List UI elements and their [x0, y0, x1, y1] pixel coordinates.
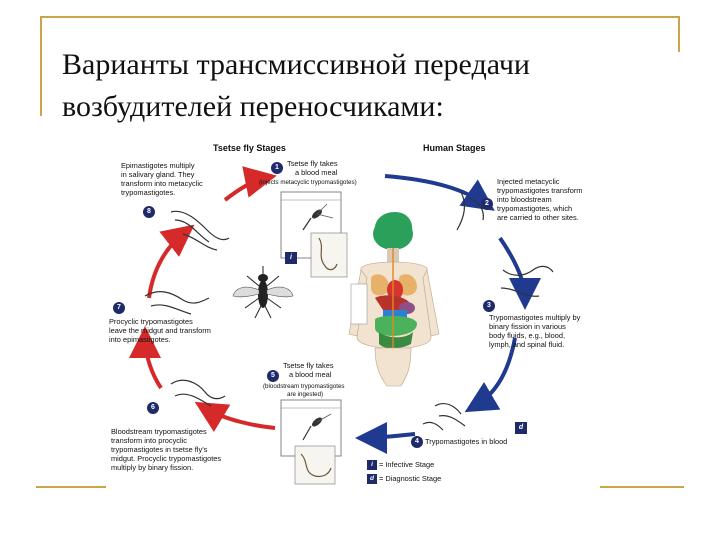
step-5-line-1: Tsetse fly takes [283, 361, 334, 370]
tsetse-fly-figure [232, 266, 294, 319]
step-4-line-1: Trypomastigotes in blood [425, 437, 508, 446]
bottom-left-frame-line [36, 486, 106, 488]
step-2-line-4: trypomastigotes, which [497, 204, 573, 213]
step-7-badge: 7 [113, 302, 125, 314]
step-8-badge: 8 [143, 206, 155, 218]
step-6-line-4: midgut. Procyclic trypomastigotes [111, 454, 222, 463]
human-stages-title: Human Stages [423, 143, 486, 153]
step-8-line-1: Epimastigotes multiply [121, 161, 195, 170]
step-5-note-line-2: are ingested) [287, 391, 324, 398]
legend-diagnostic-badge: d [367, 474, 377, 484]
step-3-line-2: binary fission in various [489, 322, 566, 331]
step-7-line-3: into epimastigotes. [109, 335, 171, 344]
left-frame-line [40, 16, 42, 116]
step-3-badge: 3 [483, 300, 495, 312]
step-7-line-1: Procyclic trypomastigotes [109, 317, 193, 326]
title-line-1: Варианты трансмиссивной передачи [62, 48, 530, 81]
step-8-line-4: trypomastigotes. [121, 188, 176, 197]
step-8-line-3: transform into metacyclic [121, 179, 203, 188]
parasite-procyclic [144, 291, 210, 315]
step-4-diagnostic-badge: d [515, 422, 527, 434]
life-cycle-diagram: Tsetse fly Stages Human Stages 1 Tsetse … [105, 138, 605, 488]
step-1-infective-badge: i [285, 252, 297, 264]
parasite-epimastigote [170, 210, 230, 251]
tsetse-cycle-arrow-left-upper [147, 224, 195, 299]
human-cycle-arrow-bottom [355, 421, 416, 454]
fly-feeding-inset-top [280, 191, 348, 278]
title-line-2: возбудителей переносчиками: [62, 90, 444, 123]
step-2-line-3: into bloodstream [497, 195, 552, 204]
step-8-line-2: in salivary gland. They [121, 170, 195, 179]
tsetse-stages-title: Tsetse fly Stages [213, 143, 286, 153]
slide-title: Варианты трансмиссивной передачи возбуди… [62, 44, 682, 128]
parasite-metacyclic-injected [456, 191, 484, 231]
human-cycle-arrow-right-lower [464, 337, 517, 413]
step-5-badge: 5 [267, 370, 279, 382]
step-2-line-1: Injected metacyclic [497, 177, 560, 186]
step-5-line-2: a blood meal [289, 370, 332, 379]
step-4-badge: 4 [411, 436, 423, 448]
step-6-line-3: trypomastigotes in tsetse fly's [111, 445, 208, 454]
step-6-line-2: transform into procyclic [111, 436, 187, 445]
parasite-midgut [170, 379, 226, 407]
tsetse-cycle-arrow-bottom [194, 401, 276, 433]
human-cycle-arrow-right-upper [498, 236, 541, 310]
step-3-line-3: body fluids, e.g., blood, [489, 331, 566, 340]
step-6-badge: 6 [147, 402, 159, 414]
step-6-line-1: Bloodstream trypomastigotes [111, 427, 207, 436]
top-frame-line [40, 16, 680, 18]
step-3-line-4: lymph, and spinal fluid. [489, 340, 565, 349]
human-body-figure [348, 212, 440, 387]
step-7-line-2: leave the midgut and transform [109, 326, 211, 335]
cycle-graphics [129, 166, 554, 485]
step-5-note-line-1: (bloodstream trypomastigotes [263, 383, 345, 390]
top-right-frame-line [678, 16, 680, 52]
step-1-badge: 1 [271, 162, 283, 174]
step-1-note: (injects metacyclic trypomastigotes) [259, 179, 357, 186]
step-2-line-2: trypomastigotes transform [497, 186, 583, 195]
legend-infective-badge: i [367, 460, 377, 470]
tsetse-cycle-arrow-top [223, 166, 277, 202]
legend-diagnostic-label: = Diagnostic Stage [379, 474, 442, 483]
tsetse-cycle-arrow-left-lower [129, 326, 163, 390]
step-2-line-5: are carried to other sites. [497, 213, 579, 222]
parasite-in-blood [422, 402, 466, 431]
parasite-bloodstream-multiply [500, 265, 554, 297]
human-cycle-arrow-top [384, 174, 495, 211]
step-2-badge: 2 [481, 198, 493, 210]
step-3-line-1: Trypomastigotes multiply by [489, 313, 581, 322]
fly-feeding-inset-bottom [280, 399, 342, 485]
bottom-right-frame-line [600, 486, 684, 488]
step-6-line-5: multiply by binary fission. [111, 463, 194, 472]
legend-infective-label: = Infective Stage [379, 460, 435, 469]
step-1-line-1: Tsetse fly takes [287, 159, 338, 168]
step-1-line-2: a blood meal [295, 168, 338, 177]
